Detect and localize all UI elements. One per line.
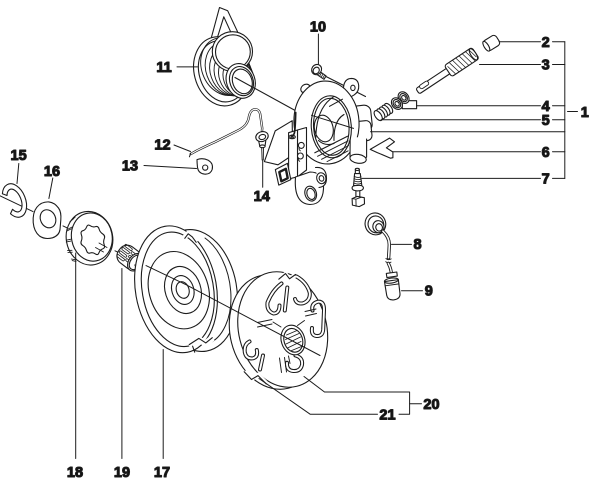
- svg-text:13: 13: [122, 158, 138, 174]
- svg-text:8: 8: [413, 237, 421, 253]
- svg-text:15: 15: [11, 148, 27, 164]
- svg-text:21: 21: [379, 408, 395, 424]
- svg-text:9: 9: [425, 284, 433, 300]
- svg-text:2: 2: [542, 35, 550, 51]
- svg-text:11: 11: [156, 60, 171, 76]
- svg-text:20: 20: [423, 397, 439, 413]
- svg-text:16: 16: [44, 164, 60, 180]
- svg-text:1: 1: [581, 105, 589, 121]
- svg-text:19: 19: [114, 465, 130, 481]
- svg-text:17: 17: [154, 465, 170, 481]
- svg-text:7: 7: [542, 172, 550, 188]
- svg-text:5: 5: [542, 113, 550, 129]
- svg-text:3: 3: [542, 58, 550, 74]
- svg-text:12: 12: [154, 137, 170, 153]
- svg-text:18: 18: [67, 465, 83, 481]
- svg-text:4: 4: [542, 99, 550, 115]
- svg-text:10: 10: [310, 20, 326, 36]
- svg-text:6: 6: [542, 145, 550, 161]
- svg-text:14: 14: [254, 189, 270, 205]
